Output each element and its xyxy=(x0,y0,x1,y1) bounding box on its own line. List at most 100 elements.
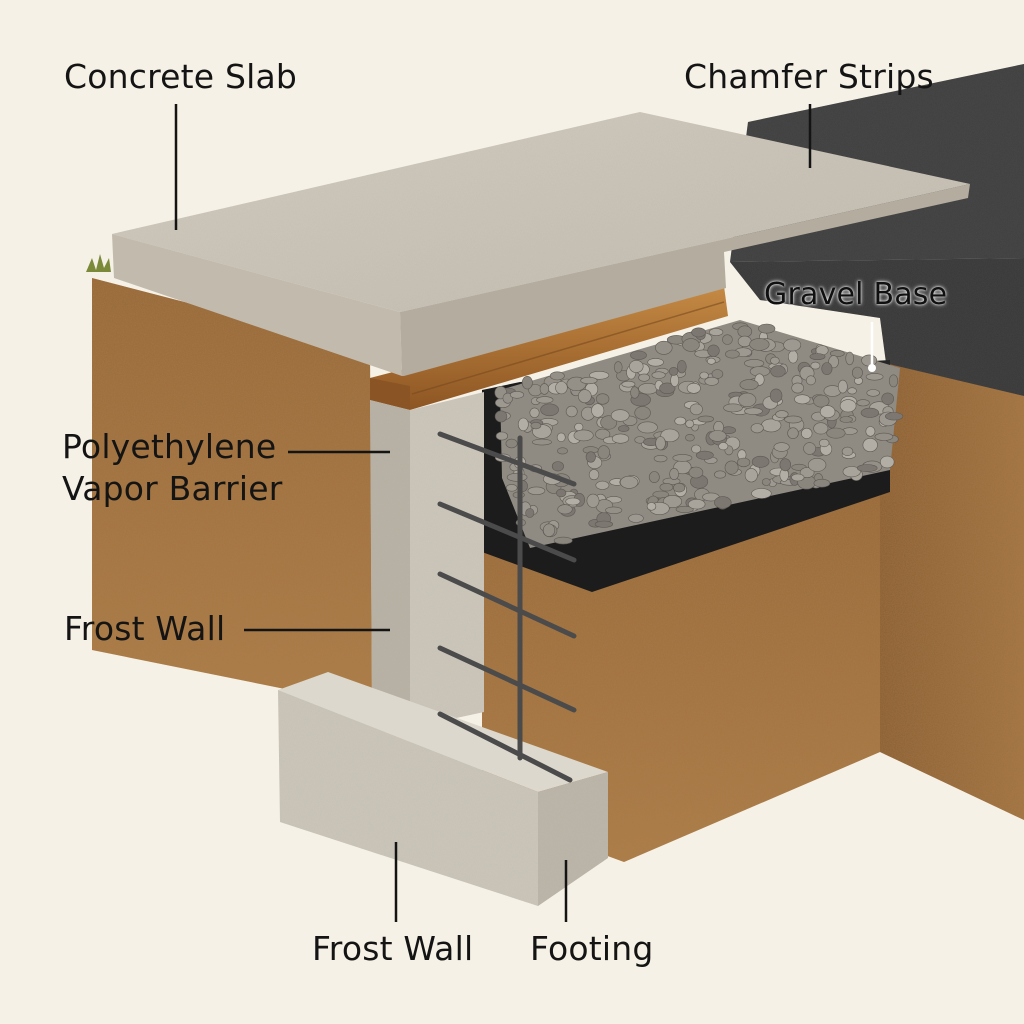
gravel-stone xyxy=(718,442,729,451)
gravel-stone xyxy=(813,394,830,408)
gravel-stone xyxy=(637,421,658,434)
concrete-slab xyxy=(112,112,970,376)
gravel-stone xyxy=(813,478,831,488)
gravel-stone xyxy=(594,520,614,528)
gravel-stone xyxy=(675,505,694,513)
gravel-stone xyxy=(505,484,518,492)
gravel-stone xyxy=(794,394,811,405)
gravel-stone xyxy=(619,475,639,489)
gravel-stone xyxy=(638,373,650,382)
gravel-stone xyxy=(685,419,695,428)
soil-left-block xyxy=(86,254,372,706)
gravel-stone xyxy=(751,488,772,499)
wood-form-board xyxy=(370,286,728,410)
gravel-stone xyxy=(800,427,813,439)
gravel-stone xyxy=(695,450,714,460)
gravel-stone xyxy=(845,351,855,366)
gravel-stone xyxy=(839,416,853,423)
gravel-stone xyxy=(758,323,776,334)
label-concrete-slab: Concrete Slab xyxy=(64,57,298,96)
gravel-stone xyxy=(809,353,826,360)
gravel-stone xyxy=(565,497,581,506)
gravel-stone xyxy=(787,427,799,440)
footing-block xyxy=(278,672,608,906)
gravel-stone xyxy=(557,504,573,515)
gravel-stone xyxy=(852,366,863,379)
gravel-stone xyxy=(670,373,680,387)
leader-lines xyxy=(174,104,874,922)
grass-tuft xyxy=(86,254,111,272)
label-vapor-barrier: Polyethylene Vapor Barrier xyxy=(62,426,282,510)
gravel-stone xyxy=(807,457,827,472)
gravel-stone xyxy=(630,386,640,399)
gravel-stone xyxy=(791,382,805,394)
gravel-stone xyxy=(708,430,727,442)
gravel-stone xyxy=(862,437,878,452)
gravel-stone xyxy=(653,455,668,463)
gravel-stone xyxy=(676,360,687,374)
gravel-stone xyxy=(629,359,644,373)
gravel-stone xyxy=(685,434,695,442)
label-frost-wall-bottom: Frost Wall xyxy=(312,929,474,968)
label-vapor-barrier-line1: Polyethylene xyxy=(62,427,277,466)
soil-right-block xyxy=(880,362,1024,820)
gravel-stone xyxy=(672,454,693,462)
gravel-stone xyxy=(770,365,786,378)
gravel-stone xyxy=(688,466,704,479)
gravel-stone xyxy=(556,432,566,442)
gravel-stone xyxy=(691,327,706,338)
gravel-stone xyxy=(555,381,568,395)
gravel-stone xyxy=(738,392,757,408)
gravel-stone xyxy=(847,387,857,395)
gravel-stone xyxy=(630,350,647,360)
gravel-stone xyxy=(634,406,651,420)
gravel-stone xyxy=(595,428,611,440)
rebar-cage xyxy=(437,431,577,783)
gravel-stone xyxy=(672,483,686,493)
gravel-stone xyxy=(783,338,802,352)
gravel-stone xyxy=(791,473,805,482)
gravel-stone xyxy=(655,340,673,355)
gravel-stone xyxy=(714,470,727,479)
gravel-stone xyxy=(505,438,518,449)
gravel-stone xyxy=(553,536,573,545)
gravel-stone xyxy=(724,460,739,475)
gravel-stone xyxy=(881,392,895,405)
gravel-stone xyxy=(837,379,848,394)
gravel-stone xyxy=(819,405,836,419)
gravel-stone xyxy=(605,506,623,514)
gravel-stone xyxy=(699,371,709,380)
gravel-stone xyxy=(595,393,610,405)
gravel-stone xyxy=(842,466,861,478)
label-footing: Footing xyxy=(530,929,654,968)
gravel-stone xyxy=(613,361,623,374)
gravel-stone xyxy=(751,455,770,468)
gravel-stone xyxy=(610,409,630,422)
gravel-stone xyxy=(530,422,542,430)
gravel-stone xyxy=(595,480,610,490)
gravel-stone xyxy=(736,457,751,468)
gravel-stone xyxy=(580,376,598,385)
gravel-stone xyxy=(662,494,682,508)
gravel-stone xyxy=(787,350,799,364)
gravel-stone xyxy=(689,403,703,416)
gravel-stone xyxy=(621,380,636,388)
gravel-stone xyxy=(749,338,770,351)
gravel-stone xyxy=(874,432,894,441)
gravel-stone xyxy=(737,335,752,348)
gravel-stone xyxy=(655,436,666,451)
gravel-stone xyxy=(577,389,592,404)
gravel-stone xyxy=(617,425,630,432)
gravel-stone xyxy=(532,438,552,446)
gravel-stone xyxy=(682,338,700,352)
gravel-stone xyxy=(744,468,758,483)
gravel-stone xyxy=(743,359,765,368)
gravel-stone xyxy=(706,357,716,365)
gravel-stone xyxy=(628,513,644,523)
gravel-stone xyxy=(769,388,783,403)
label-gravel-base: Gravel Base xyxy=(764,277,948,312)
gravel-stone xyxy=(744,407,763,415)
gravel-stone xyxy=(860,407,880,418)
gravel-stone xyxy=(861,354,878,367)
